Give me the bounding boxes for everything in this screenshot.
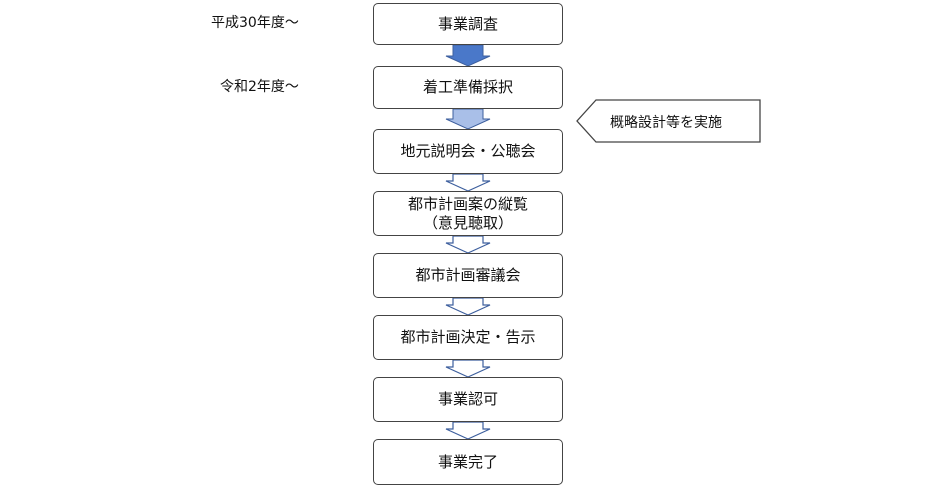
step-chakko-junbi: 着工準備採択 <box>373 66 563 109</box>
step-jigyo-chosa: 事業調査 <box>373 3 563 45</box>
callout-text: 概略設計等を実施 <box>610 115 722 131</box>
step-jigyo-kanryo: 事業完了 <box>373 439 563 485</box>
label-heisei30: 平成30年度～ <box>211 15 299 31</box>
step-setsumeikai: 地元説明会・公聴会 <box>373 129 563 174</box>
callout-shape <box>576 99 761 143</box>
step-kettei-kokuji: 都市計画決定・告示 <box>373 315 563 360</box>
step-jigyo-ninka: 事業認可 <box>373 377 563 422</box>
arrow-step4-to-step5 <box>445 235 491 254</box>
step-shingikai: 都市計画審議会 <box>373 253 563 298</box>
arrow-step3-to-step4 <box>445 173 491 192</box>
arrow-step2-to-step3 <box>445 108 491 130</box>
step-juran: 都市計画案の縦覧 （意見聴取） <box>373 191 563 236</box>
arrow-step6-to-step7 <box>445 359 491 378</box>
arrow-step5-to-step6 <box>445 297 491 316</box>
arrow-step7-to-step8 <box>445 421 491 440</box>
arrow-step1-to-step2 <box>445 44 491 67</box>
label-reiwa2: 令和2年度～ <box>220 79 299 95</box>
